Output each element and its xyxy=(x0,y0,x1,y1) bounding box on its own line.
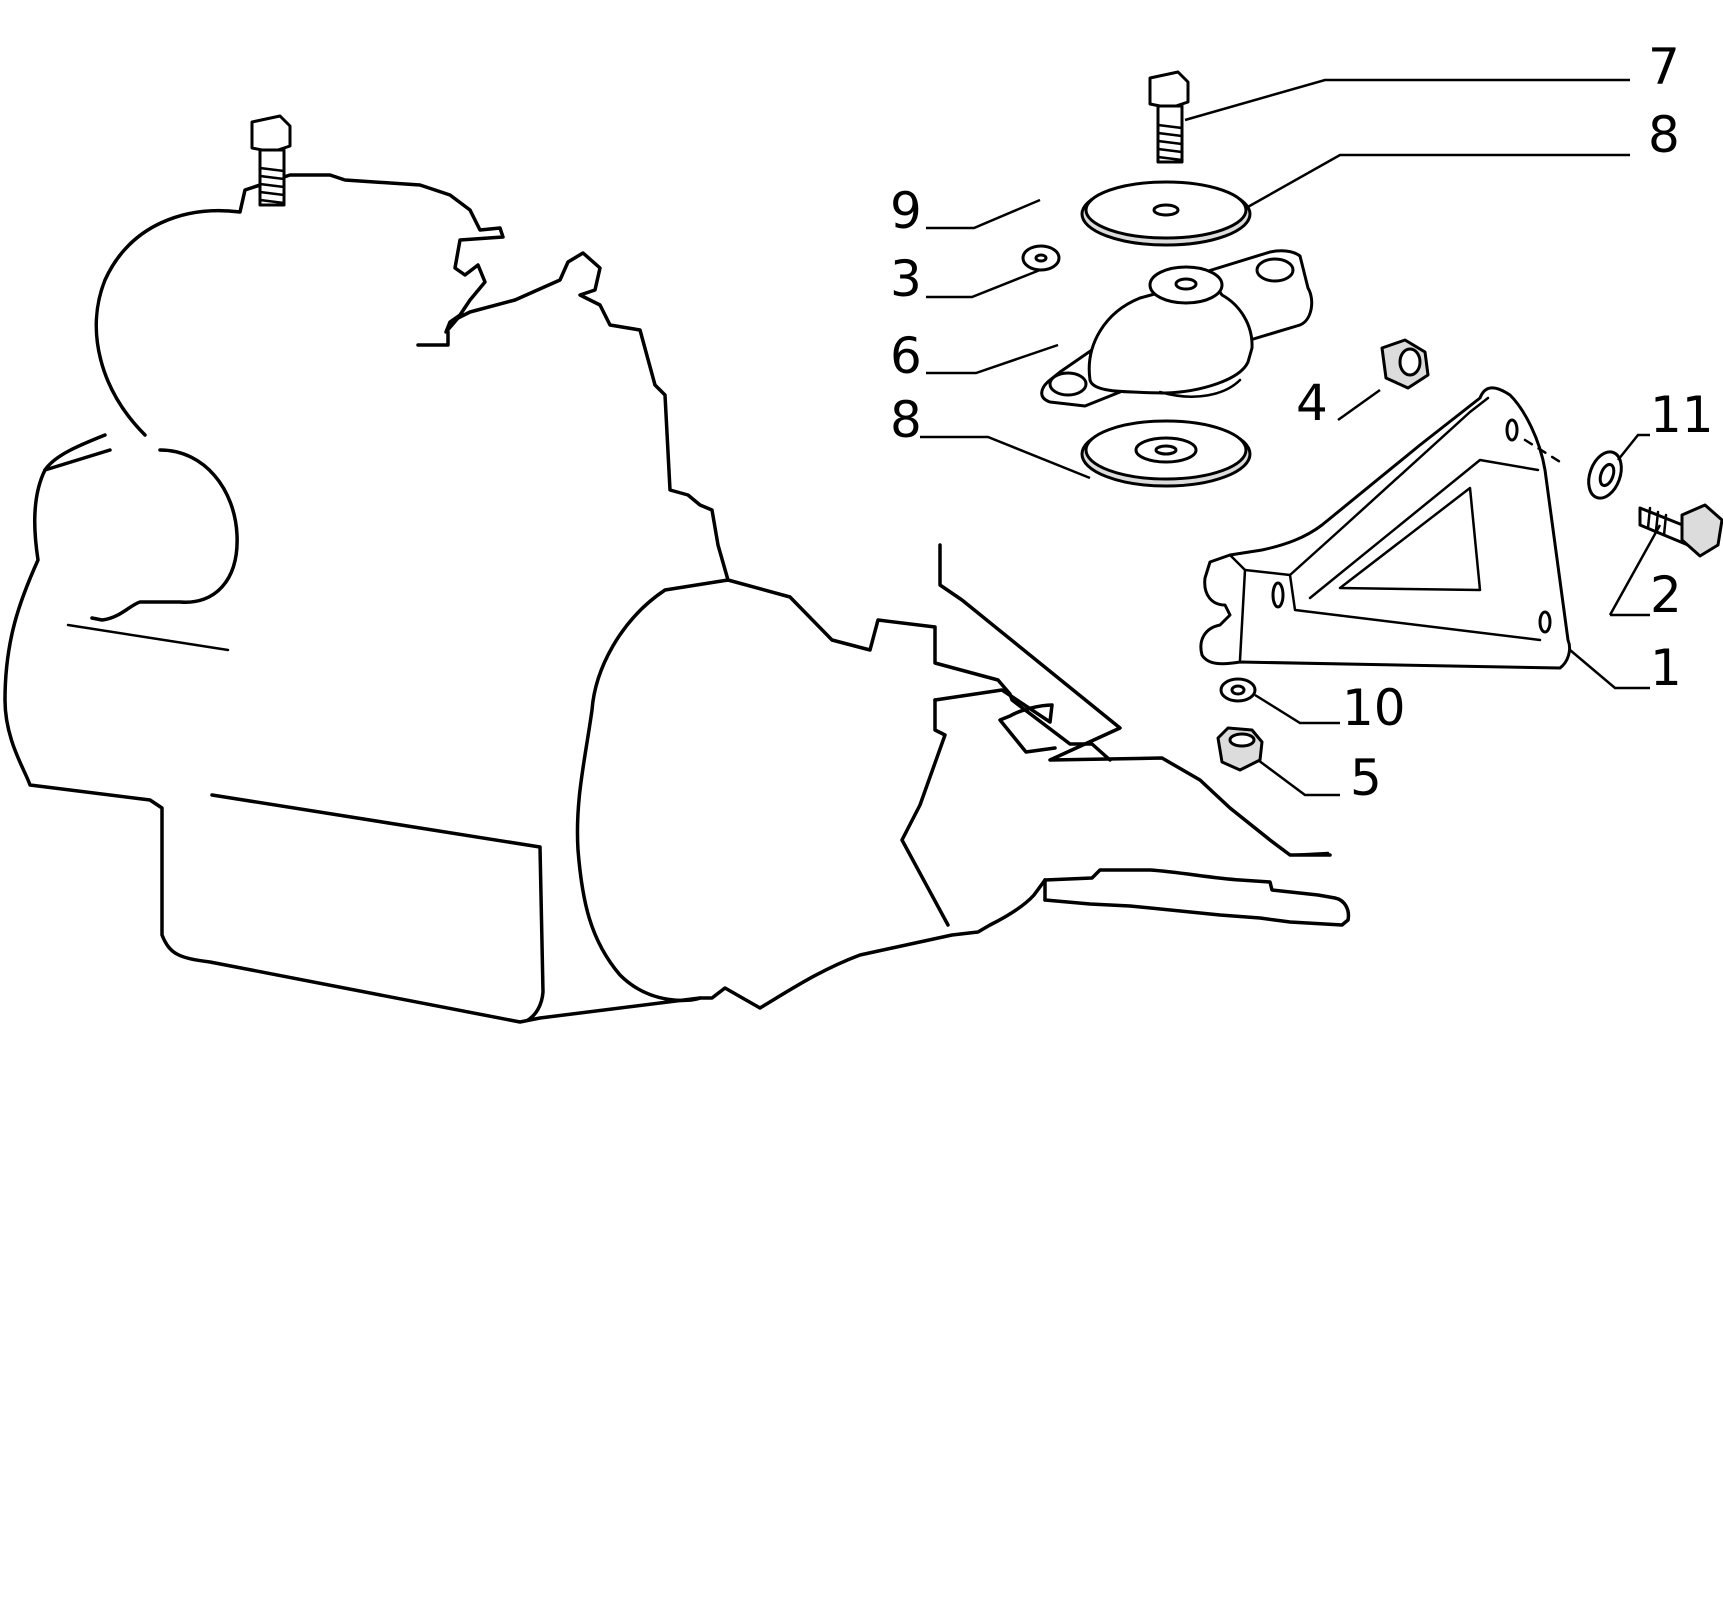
callout-8-bottom: 8 xyxy=(890,391,922,449)
callout-5: 5 xyxy=(1350,749,1382,807)
washer-icon xyxy=(1587,450,1623,500)
callout-11: 11 xyxy=(1650,386,1714,444)
callout-8-top: 8 xyxy=(1648,106,1680,164)
callout-10: 10 xyxy=(1342,679,1406,737)
leader-lines xyxy=(920,78,1662,797)
callout-9: 9 xyxy=(890,182,922,240)
bracket-icon xyxy=(1199,386,1572,670)
callout-6: 6 xyxy=(890,327,922,385)
callout-labels: 7 8 9 3 6 8 4 11 2 1 10 5 xyxy=(890,38,1714,807)
bolt-icon xyxy=(1148,70,1190,164)
nut-icon xyxy=(1380,338,1430,390)
engine-outline-icon xyxy=(3,173,1351,1024)
bolt-icon xyxy=(1638,503,1723,558)
callout-4: 4 xyxy=(1296,374,1328,432)
rubber-mount-icon xyxy=(1040,249,1314,408)
washer-icon xyxy=(1080,419,1252,488)
bolt-icon xyxy=(250,114,292,207)
washer-icon xyxy=(1080,180,1252,247)
nut-icon xyxy=(1216,726,1264,772)
washer-icon xyxy=(1021,244,1061,272)
callout-3: 3 xyxy=(890,250,922,308)
callout-2: 2 xyxy=(1650,566,1682,624)
callout-1: 1 xyxy=(1650,639,1682,697)
washer-icon xyxy=(1219,677,1257,703)
callout-7: 7 xyxy=(1648,38,1680,96)
